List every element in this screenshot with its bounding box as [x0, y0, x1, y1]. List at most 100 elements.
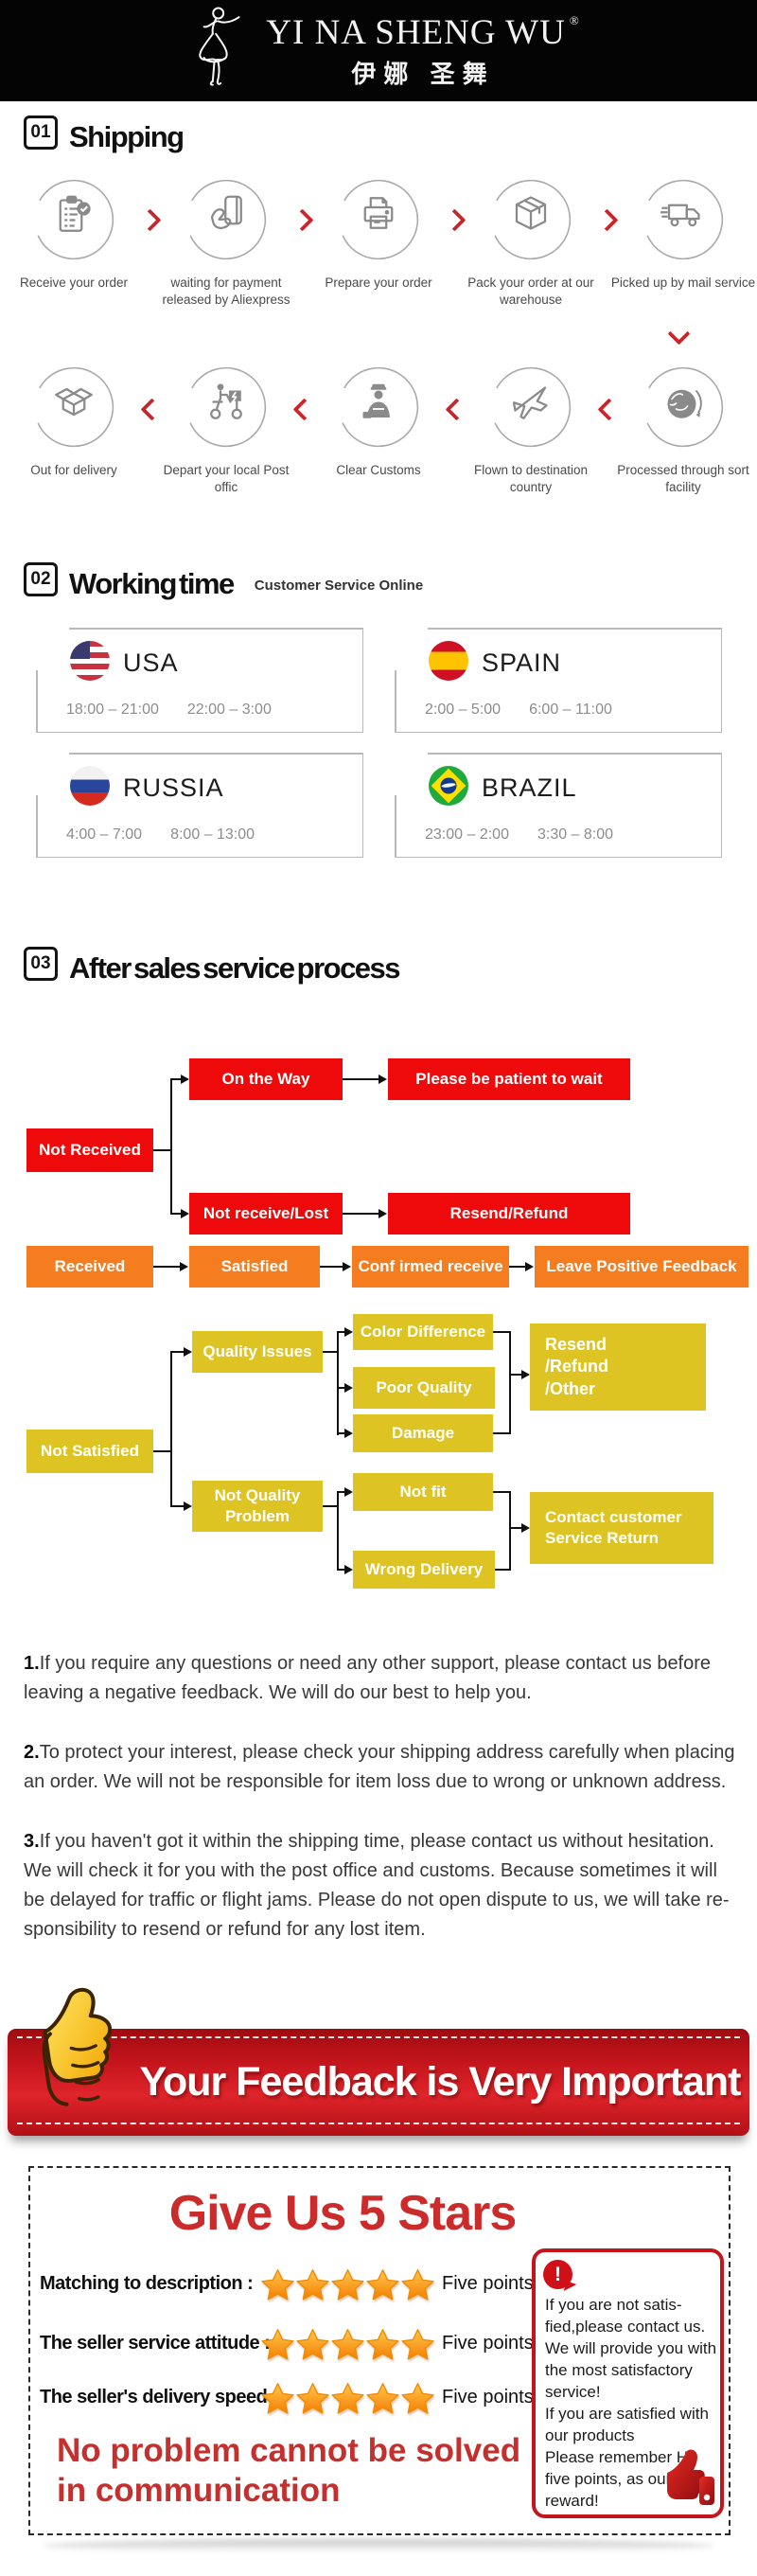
flow-connector: [320, 1266, 343, 1268]
rating-label: The seller service attitude :: [40, 2332, 271, 2354]
star-icon: [331, 2381, 364, 2414]
flow-connector: [493, 1331, 511, 1333]
flow-arrow-icon: [184, 1501, 192, 1511]
flow-connector: [170, 1505, 184, 1507]
step-circle: [185, 365, 268, 449]
red-thumbs-up-icon: [667, 2449, 714, 2505]
flow-arrow-icon: [181, 1075, 189, 1084]
exclamation-glyph: !: [555, 2263, 561, 2285]
flow-box-resend-refund: Resend/Refund: [388, 1193, 630, 1235]
flow-box-patient: Please be patient to wait: [388, 1058, 630, 1100]
flow-connector: [170, 1213, 182, 1215]
working-time-card-russia: RUSSIA 4:00 – 7:00 8:00 – 13:00: [36, 753, 363, 858]
flow-box-not-satisfied: Not Satisfied: [26, 1430, 153, 1473]
flow-connector: [509, 1527, 522, 1529]
flow-connector: [153, 1266, 180, 1268]
usa-flag-icon: [70, 641, 110, 681]
section-number-01: 01: [24, 115, 58, 150]
flow-arrow-icon: [344, 1565, 353, 1574]
flow-connector: [509, 1331, 511, 1434]
flow-connector: [170, 1078, 172, 1215]
flow-box-wrong-delivery: Wrong Delivery: [353, 1551, 495, 1589]
flow-connector: [323, 1351, 339, 1353]
flow-box-on-the-way: On the Way: [189, 1058, 343, 1100]
flow-arrow-icon: [344, 1383, 353, 1393]
flow-connector: [153, 1149, 172, 1151]
flow-connector: [153, 1450, 172, 1452]
flow-box-color-difference: Color Difference: [353, 1314, 493, 1350]
flow-connector: [509, 1374, 522, 1376]
shipping-step: Picked up by mail service: [607, 178, 757, 292]
shipping-step: waiting for payment released by Aliexpre…: [150, 178, 302, 309]
page-bottom-shadow: [43, 2539, 714, 2552]
hours-range: 6:00 – 11:00: [529, 702, 612, 718]
hours-range: 3:30 – 8:00: [537, 826, 614, 843]
rating-points: Five points: [442, 2332, 534, 2354]
flow-arrow-icon: [184, 1347, 192, 1357]
step-label: Picked up by mail service: [610, 275, 756, 290]
five-stars-panel: Give Us 5 Stars Matching to description …: [28, 2166, 731, 2535]
flow-box-not-received: Not Received: [26, 1128, 153, 1172]
brazil-flag-icon: [429, 766, 468, 806]
globe-icon: [667, 389, 702, 418]
step-label: Out for delivery: [30, 463, 117, 477]
step-circle: [489, 178, 572, 261]
exclamation-icon: !: [543, 2260, 572, 2289]
header: YI NA SHENG WU® 伊娜 圣舞: [0, 0, 757, 101]
star-rating: [261, 2267, 434, 2301]
flow-box-satisfied: Satisfied: [189, 1246, 320, 1288]
flow-connector: [343, 1078, 378, 1080]
hours-range: 4:00 – 7:00: [66, 826, 143, 843]
section-shipping-header: 01 Shipping: [24, 115, 185, 151]
hours-range: 23:00 – 2:00: [425, 826, 509, 843]
star-icon: [331, 2327, 364, 2360]
step-label: Processed through sort facility: [617, 463, 749, 495]
step-circle: [642, 178, 725, 261]
feedback-banner-text: Your Feedback is Very Important: [139, 2059, 742, 2105]
star-icon: [366, 2267, 399, 2301]
note-number: 1.: [24, 1653, 40, 1674]
flow-connector: [170, 1351, 184, 1353]
step-circle: [642, 365, 725, 449]
flow-arrow-icon: [181, 1209, 189, 1218]
brand-name-cn: 伊娜 圣舞: [351, 59, 495, 88]
flow-connector: [493, 1432, 509, 1434]
flow-connector: [495, 1569, 511, 1571]
rating-row: The seller service attitude : Five point…: [40, 2324, 534, 2362]
dancer-icon: [199, 7, 240, 86]
brand-text: YI NA SHENG WU® 伊娜 圣舞: [266, 12, 579, 90]
shipping-step: Clear Customs: [303, 365, 454, 479]
step-label: Flown to destination country: [473, 463, 589, 495]
rating-row: The seller's delivery speed : Five point…: [40, 2378, 534, 2416]
note-number: 2.: [24, 1742, 40, 1763]
flow-box-not-quality-problem: Not Quality Problem: [192, 1481, 323, 1532]
flow-arrow-icon: [180, 1262, 188, 1271]
hours-range: 8:00 – 13:00: [170, 826, 255, 843]
star-icon: [366, 2327, 399, 2360]
airplane-icon: [512, 386, 548, 419]
flow-connector: [337, 1331, 339, 1435]
star-icon: [401, 2327, 434, 2360]
flow-box-contact-return: Contact customer Service Return: [530, 1492, 713, 1564]
registered-mark: ®: [569, 12, 580, 27]
star-rating: [261, 2381, 434, 2414]
section-subtitle: Customer Service Online: [254, 577, 424, 594]
section-after-sales-header: 03 After sales service process: [24, 947, 401, 985]
flow-arrow-icon: [344, 1327, 353, 1337]
step-label: Prepare your order: [325, 275, 432, 290]
flow-arrow-icon: [521, 1370, 530, 1379]
shipping-step: Prepare your order: [303, 178, 454, 292]
section-title-after-sales: After sales service process: [69, 951, 401, 985]
working-time-card-usa: USA 18:00 – 21:00 22:00 – 3:00: [36, 628, 363, 733]
step-circle: [489, 365, 572, 449]
hours-range: 2:00 – 5:00: [425, 702, 502, 718]
flow-connector: [337, 1387, 345, 1389]
notes: 1.If you require any questions or need a…: [24, 1649, 738, 1975]
star-rating: [261, 2327, 434, 2360]
note-number: 3.: [24, 1831, 40, 1852]
flow-connector: [493, 1491, 511, 1493]
shipping-step: Depart your local Post offic: [150, 365, 302, 496]
brand-name: YI NA SHENG WU®: [266, 12, 579, 53]
shipping-step: Processed through sort facility: [607, 365, 757, 496]
mail-truck-icon: [660, 204, 700, 227]
